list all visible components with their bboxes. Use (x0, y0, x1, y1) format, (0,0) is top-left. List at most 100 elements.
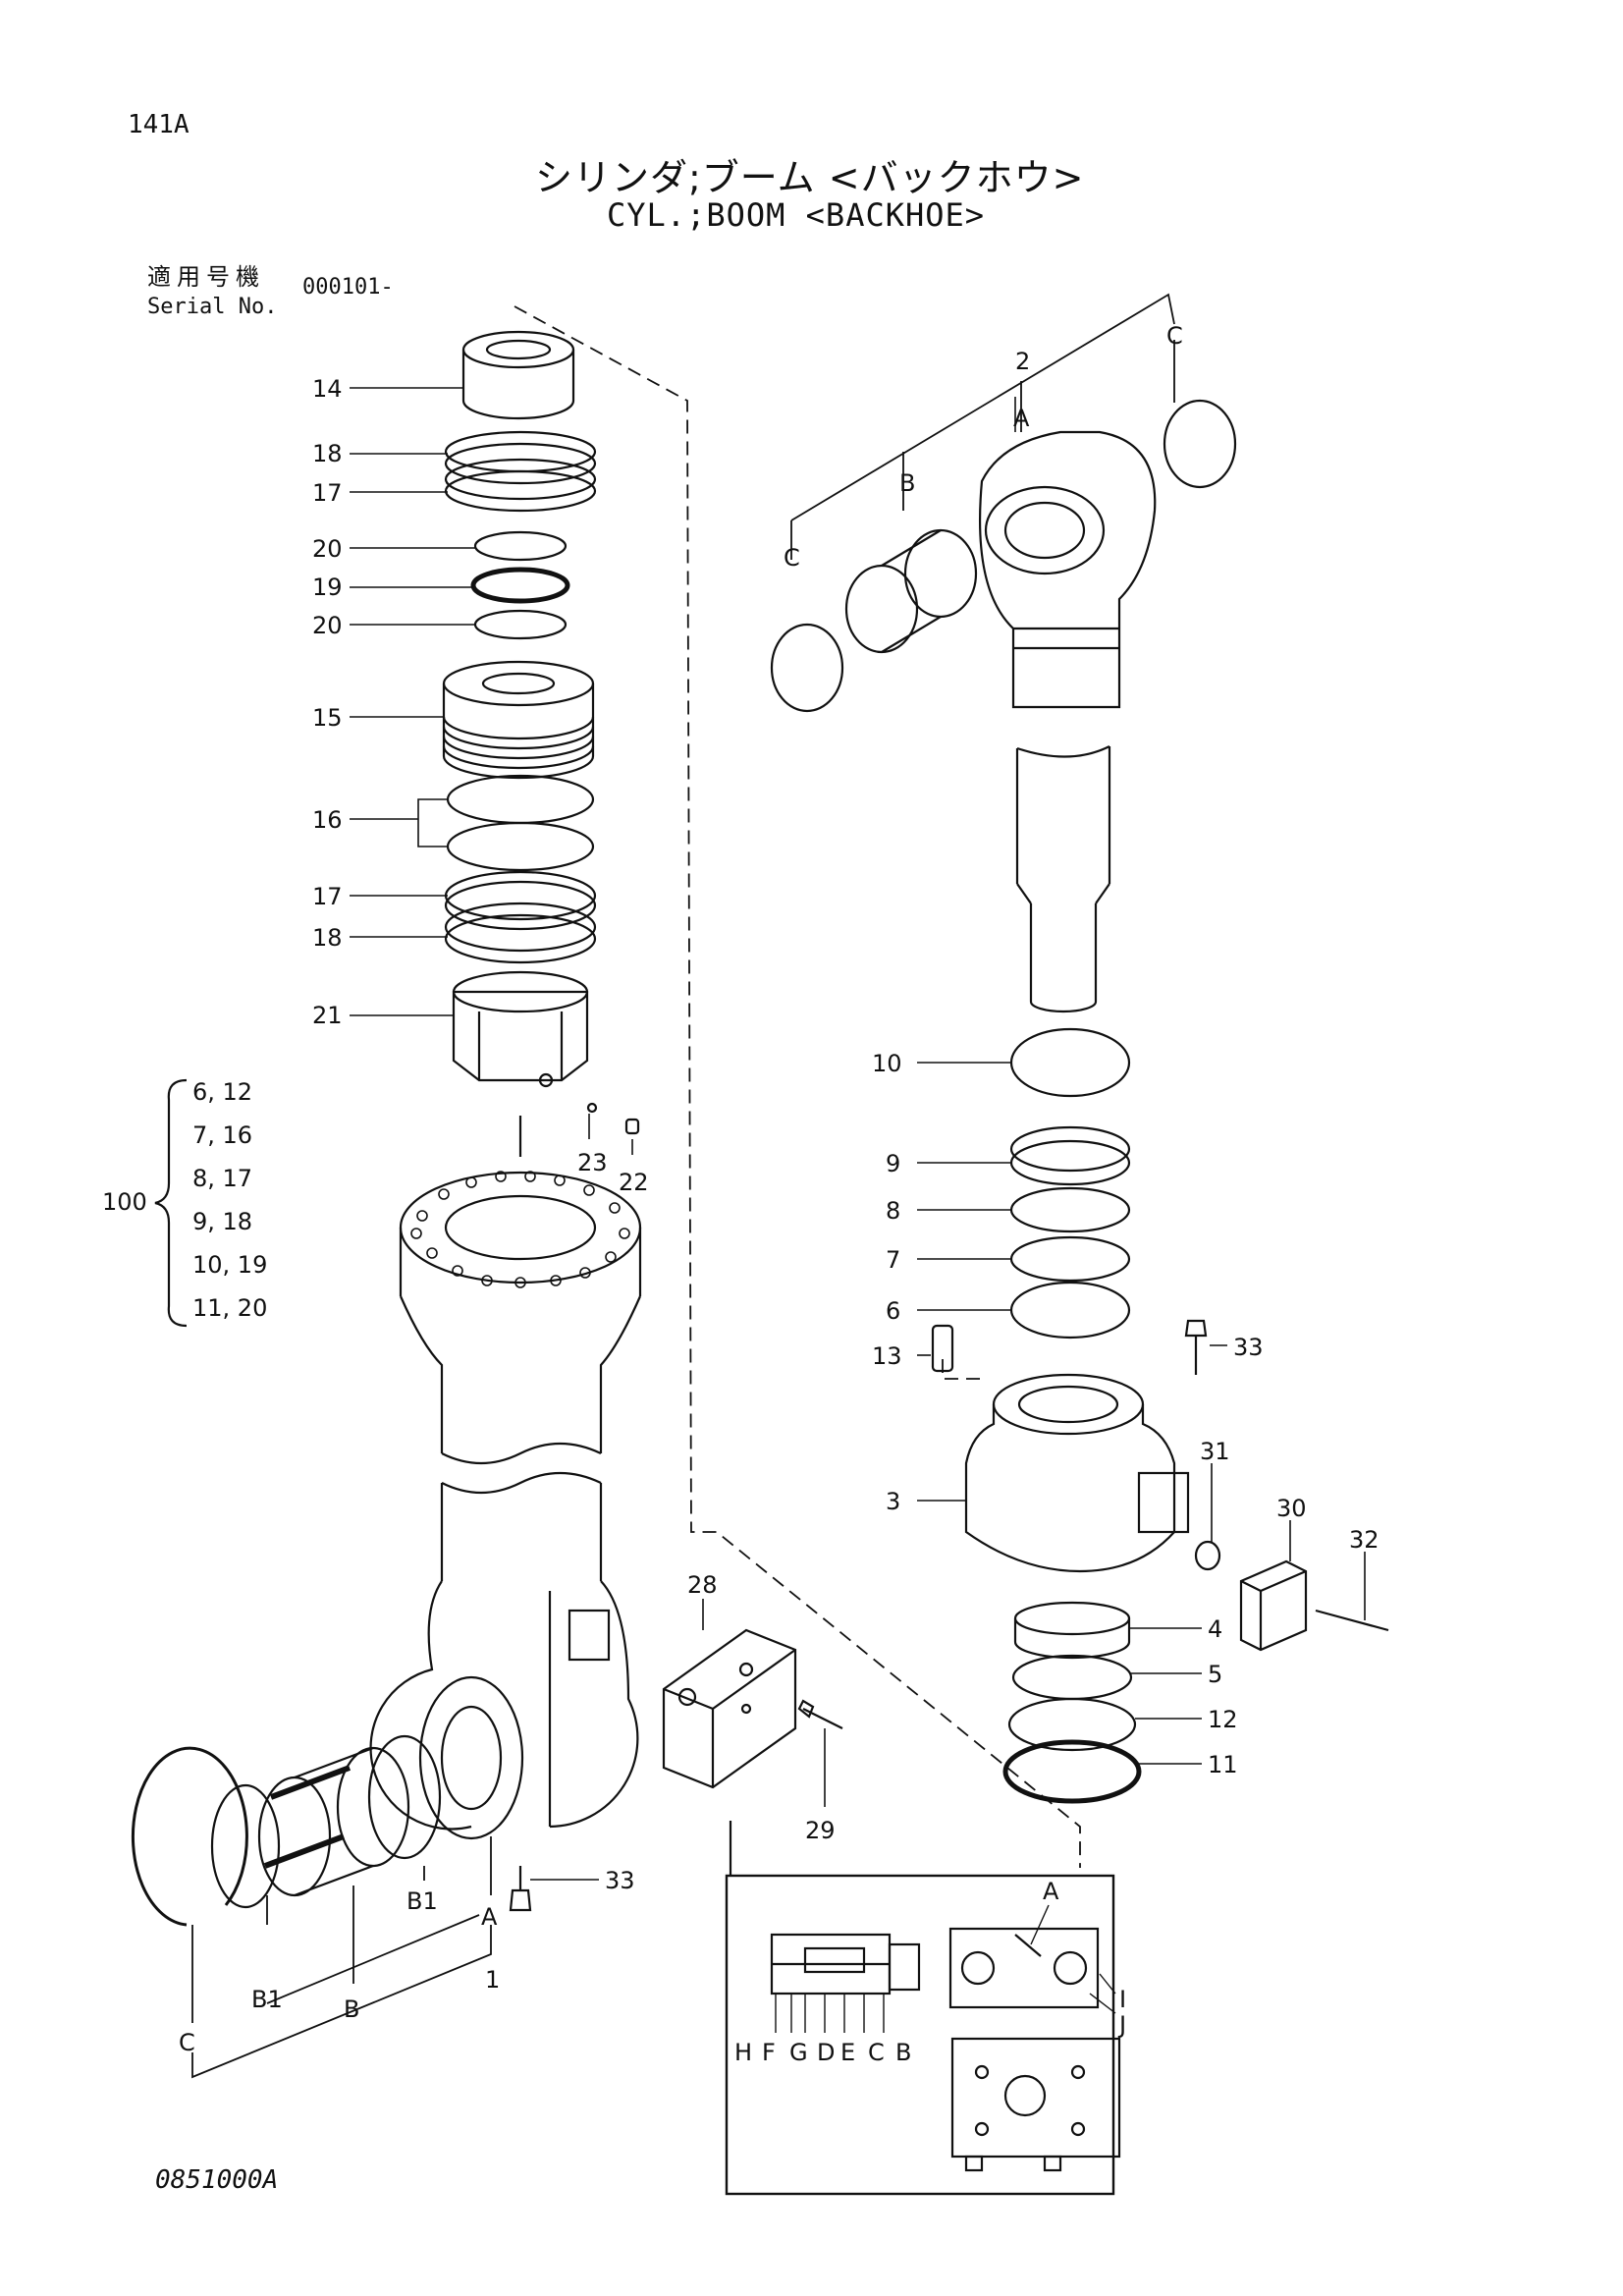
part-rings-18-17-upper (444, 430, 597, 513)
callout-11: 11 (1208, 1751, 1238, 1778)
part-bushing-4 (1013, 1601, 1131, 1660)
inset-label-G: G (789, 2039, 808, 2066)
inset-label-D: D (817, 2039, 835, 2066)
callout-18: 18 (312, 440, 343, 467)
part-ring-16 (446, 821, 595, 872)
inset-label-E: E (840, 2039, 855, 2066)
callout-17: 17 (312, 883, 343, 910)
callout-32: 32 (1349, 1526, 1380, 1554)
inset-label-J: J (1117, 2011, 1126, 2039)
inset-label-A: A (1043, 1878, 1059, 1905)
callout-33: 33 (605, 1867, 635, 1894)
inset-label-C: C (868, 2039, 885, 2066)
part-block-30 (1239, 1559, 1308, 1652)
part-nut-21 (452, 970, 589, 1088)
leader-lines (350, 387, 1366, 1881)
kit-row: 8, 17 (192, 1165, 253, 1192)
callout-21: 21 (312, 1002, 343, 1029)
part-ball-23 (586, 1102, 598, 1114)
kit-row: 10, 19 (192, 1251, 268, 1279)
part-ring-6 (1009, 1281, 1131, 1339)
callout-4: 4 (1208, 1615, 1222, 1643)
callout-19: 19 (312, 574, 343, 601)
assembly-dashed-lines (514, 305, 1081, 1868)
part-cylinder-tube-flange (369, 1171, 642, 1840)
flange-bolt-holes (410, 1171, 630, 1288)
part-snap-ring-C (131, 1746, 248, 1927)
callout-C: C (784, 544, 800, 572)
kit-label: 100 (102, 1188, 147, 1216)
title-english: CYL.;BOOM <BACKHOE> (607, 196, 986, 234)
title-japanese: シリンダ;ブーム <バックホウ> (535, 156, 1085, 199)
callout-6: 6 (886, 1297, 900, 1325)
part-ring-8 (1009, 1186, 1131, 1233)
callout-31: 31 (1200, 1438, 1230, 1465)
serial-label-english: Serial No. (147, 295, 278, 319)
part-rings-17-18-lower (444, 870, 597, 964)
callout-B: B (899, 469, 915, 497)
part-bushing-B (257, 1746, 410, 1897)
part-seal-C (770, 623, 844, 713)
callout-10: 10 (872, 1050, 902, 1077)
callout-C: C (1166, 322, 1183, 350)
inset-label-H: H (734, 2039, 752, 2066)
part-grease-fitting-33 (509, 1866, 532, 1912)
callout-9: 9 (886, 1150, 900, 1177)
kit-row: 9, 18 (192, 1208, 253, 1235)
callout-7: 7 (886, 1246, 900, 1274)
drawing-number: 0851000A (155, 2165, 279, 2195)
part-ring-20 (473, 609, 568, 640)
callout-12: 12 (1208, 1706, 1238, 1733)
callout-20: 20 (312, 535, 343, 563)
inset-label-F: F (762, 2039, 776, 2066)
part-oring-11 (1002, 1739, 1142, 1804)
callout-17: 17 (312, 479, 343, 507)
callout-33: 33 (1233, 1334, 1264, 1361)
part-seal-C (1163, 399, 1237, 489)
callout-14: 14 (312, 375, 343, 403)
part-rod-shaft (1015, 745, 1111, 1013)
callout-B1: B1 (406, 1887, 438, 1915)
callout-18: 18 (312, 924, 343, 952)
callout-13: 13 (872, 1342, 902, 1370)
part-bushing-B-top (844, 528, 978, 654)
kit-row: 6, 12 (192, 1078, 253, 1106)
part-setscrew-22 (624, 1118, 640, 1135)
callout-28: 28 (687, 1571, 718, 1599)
callout-30: 30 (1276, 1495, 1307, 1522)
callout-20: 20 (312, 612, 343, 639)
inset-label-I: I (1119, 1986, 1126, 2013)
callout-A: A (481, 1903, 498, 1931)
callout-23: 23 (577, 1149, 608, 1176)
inset-label-B: B (895, 2039, 911, 2066)
callout-1: 1 (485, 1966, 500, 1994)
kit-row: 7, 16 (192, 1121, 253, 1149)
callout-15: 15 (312, 704, 343, 732)
callout-B1: B1 (251, 1986, 283, 2013)
part-ring-B1 (367, 1734, 442, 1860)
kit-brace (154, 1078, 188, 1328)
callout-C: C (179, 2029, 195, 2056)
page-id: 141A (128, 110, 189, 139)
part-ring-B1 (210, 1783, 281, 1909)
part-oring-19 (470, 567, 570, 604)
callout-A: A (1013, 405, 1030, 432)
part-ring-12 (1007, 1697, 1137, 1752)
kit-row: 11, 20 (192, 1294, 268, 1322)
part-piston-rod-eye-2 (979, 430, 1157, 709)
callout-22: 22 (619, 1169, 649, 1196)
part-bolt-32 (1315, 1609, 1389, 1632)
serial-number-value: 000101- (302, 275, 394, 300)
part-ring-9 (1009, 1125, 1131, 1186)
bracket-lines (191, 293, 1175, 2079)
part-ring-7 (1009, 1235, 1131, 1283)
part-grease-fitting-33 (1184, 1319, 1208, 1375)
callout-3: 3 (886, 1488, 900, 1515)
callout-8: 8 (886, 1197, 900, 1225)
callout-5: 5 (1208, 1661, 1222, 1688)
part-ring-20 (473, 530, 568, 562)
serial-label-japanese: 適用号機 (147, 263, 265, 291)
part-bolt-29 (797, 1699, 843, 1729)
part-cylinder-head-3 (964, 1373, 1190, 1573)
part-valve-block-28 (662, 1628, 797, 1789)
